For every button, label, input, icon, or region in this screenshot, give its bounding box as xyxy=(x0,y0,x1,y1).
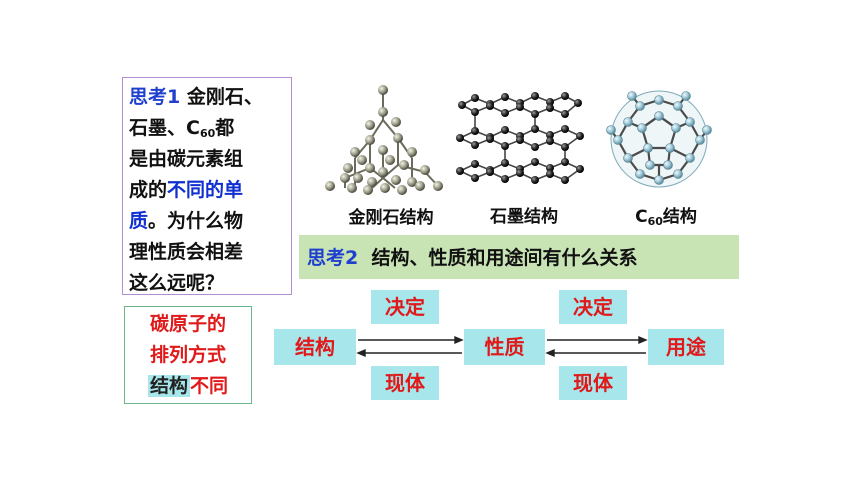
c60-label: C60结构 xyxy=(616,202,716,227)
think1-line3: 是由碳元素组 xyxy=(129,148,244,170)
decide-label-2: 决定 xyxy=(559,290,627,324)
reflect-label-2: 现体 xyxy=(559,366,627,400)
think1-line1: 金刚石、 xyxy=(186,86,263,108)
graphite-label: 石墨结构 xyxy=(490,207,558,227)
graphite-structure-image xyxy=(456,92,584,184)
carbon-arrangement-box: 碳原子的 排列方式 结构不同 xyxy=(124,306,252,404)
think1-line2b: 都 xyxy=(215,117,235,139)
flow-arrows xyxy=(356,335,648,358)
carbon-line3b: 不同 xyxy=(190,375,229,397)
carbon-structure-highlight: 结构 xyxy=(147,375,190,397)
c60-label-prefix: C xyxy=(635,207,648,227)
flow-use-box: 用途 xyxy=(648,329,724,365)
decide-label-1: 决定 xyxy=(371,290,439,324)
carbon-line1: 碳原子的 xyxy=(149,313,226,335)
carbon-line3: 结构不同 xyxy=(125,371,251,402)
think1-line4a: 成的 xyxy=(129,179,168,201)
flow-structure-box: 结构 xyxy=(274,329,356,365)
c60-label-suffix: 结构 xyxy=(662,207,697,227)
think1-line5b: 。为什么物 xyxy=(148,210,244,232)
think1-sub: 60 xyxy=(199,127,216,140)
diamond-atoms xyxy=(325,85,443,195)
carbon-line2: 排列方式 xyxy=(149,344,226,366)
think1-line7: 这么远呢？ xyxy=(129,272,225,294)
think2-bar: 思考2 结构、性质和用途间有什么关系 xyxy=(299,235,739,279)
think1-line6: 理性质会相差 xyxy=(129,241,244,263)
think2-text: 结构、性质和用途间有什么关系 xyxy=(371,247,638,269)
think2-label: 思考2 xyxy=(307,247,359,269)
diamond-label: 金刚石结构 xyxy=(348,208,434,228)
flow-property-box: 性质 xyxy=(464,329,545,365)
c60-label-sub: 60 xyxy=(647,215,663,228)
think1-line5a: 质 xyxy=(129,210,149,232)
think1-box: 思考1 金刚石、 石墨、C60都 是由碳元素组 成的不同的单 质。为什么物 理性… xyxy=(122,77,292,295)
think1-line2a: 石墨、C xyxy=(129,117,200,139)
c60-structure-image xyxy=(606,90,712,188)
think1-line4b: 不同的单 xyxy=(167,179,244,201)
think1-label: 思考1 xyxy=(129,86,181,108)
reflect-label-1: 现体 xyxy=(371,366,439,400)
